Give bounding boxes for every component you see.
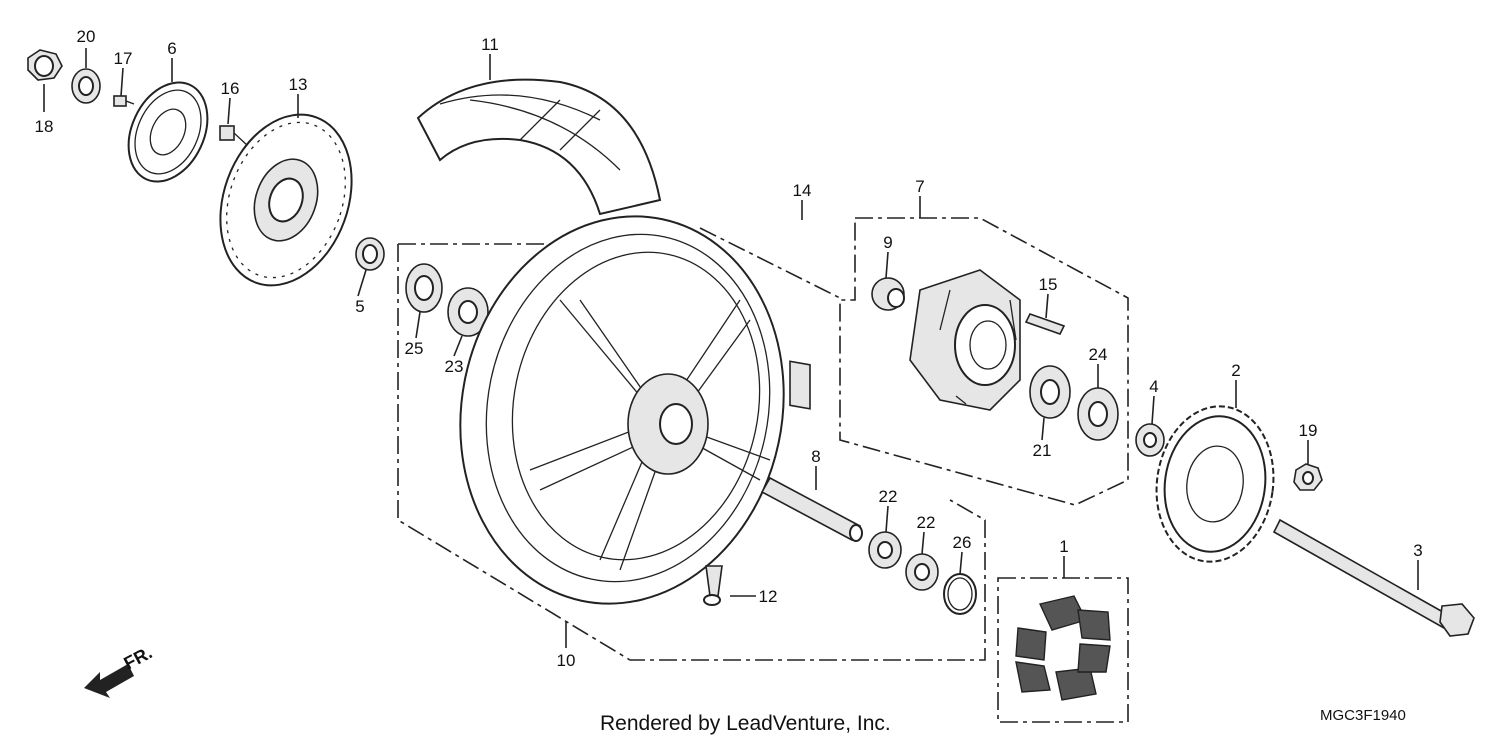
render-credit: Rendered by LeadVenture, Inc.: [600, 712, 891, 735]
callout-17: 17: [114, 49, 133, 68]
callout-labels: 1 2 3 4 5 6 7 8 9 10 11 12 13 14 15 16 1…: [35, 27, 1423, 670]
callout-7: 7: [915, 177, 924, 196]
callout-9: 9: [883, 233, 892, 252]
callout-26: 26: [953, 533, 972, 552]
part-6-pulser-ring[interactable]: [113, 70, 222, 195]
part-14-balance-weight[interactable]: [789, 360, 811, 410]
part-23-bearing[interactable]: [447, 287, 489, 337]
leader-lines: [43, 48, 1419, 648]
part-17-bolt[interactable]: [113, 95, 135, 107]
callout-20: 20: [77, 27, 96, 46]
callout-18: 18: [35, 117, 54, 136]
part-1-damper-rubbers[interactable]: [1015, 595, 1111, 701]
callout-23: 23: [445, 357, 464, 376]
part-5-collar[interactable]: [355, 237, 385, 271]
part-7-driven-flange[interactable]: [909, 269, 1021, 411]
part-18-nut[interactable]: [27, 49, 63, 81]
callout-19: 19: [1299, 421, 1318, 440]
callout-16: 16: [221, 79, 240, 98]
part-9-collar[interactable]: [871, 277, 905, 311]
part-8-distance-collar[interactable]: [760, 476, 863, 542]
assembly-outline-1: [997, 577, 1129, 723]
callout-8: 8: [811, 447, 820, 466]
assembly-outline-10-top: [398, 227, 841, 299]
part-4-collar[interactable]: [1135, 423, 1165, 457]
part-24-dust-seal[interactable]: [1077, 387, 1119, 441]
part-2-sprocket[interactable]: [1147, 399, 1284, 570]
callout-22a: 22: [879, 487, 898, 506]
part-21-bearing[interactable]: [1029, 365, 1071, 419]
part-15-stud-bolt[interactable]: [1024, 313, 1066, 335]
part-13-brake-disc[interactable]: [198, 96, 375, 304]
callout-13: 13: [289, 75, 308, 94]
callout-22b: 22: [917, 513, 936, 532]
callout-21: 21: [1033, 441, 1052, 460]
part-22-bearing-a[interactable]: [868, 531, 902, 569]
part-25-dust-seal[interactable]: [405, 263, 443, 313]
callout-4: 4: [1149, 377, 1158, 396]
drawing-code: MGC3F1940: [1320, 707, 1406, 724]
callout-24: 24: [1089, 345, 1108, 364]
part-22-bearing-b[interactable]: [905, 553, 939, 591]
callout-11: 11: [481, 35, 499, 54]
part-12-valve[interactable]: [703, 565, 723, 606]
part-16-bolt[interactable]: [219, 125, 249, 147]
callout-1: 1: [1059, 537, 1068, 556]
part-11-tire[interactable]: [416, 78, 662, 216]
callout-10: 10: [557, 651, 576, 670]
part-20-washer[interactable]: [71, 68, 101, 104]
part-10-wheel[interactable]: [425, 186, 819, 634]
callout-2: 2: [1231, 361, 1240, 380]
callout-14: 14: [793, 181, 812, 200]
part-26-o-ring[interactable]: [943, 573, 977, 615]
callout-6: 6: [167, 39, 176, 58]
callout-3: 3: [1413, 541, 1422, 560]
callout-12: 12: [759, 587, 778, 606]
assembly-outline-10: [397, 244, 986, 661]
front-direction-arrow-icon: FR.: [84, 642, 155, 698]
callout-5: 5: [355, 297, 364, 316]
callout-25: 25: [405, 339, 424, 358]
part-3-axle[interactable]: [1272, 518, 1475, 637]
part-19-nut[interactable]: [1293, 463, 1323, 491]
callout-15: 15: [1039, 275, 1058, 294]
